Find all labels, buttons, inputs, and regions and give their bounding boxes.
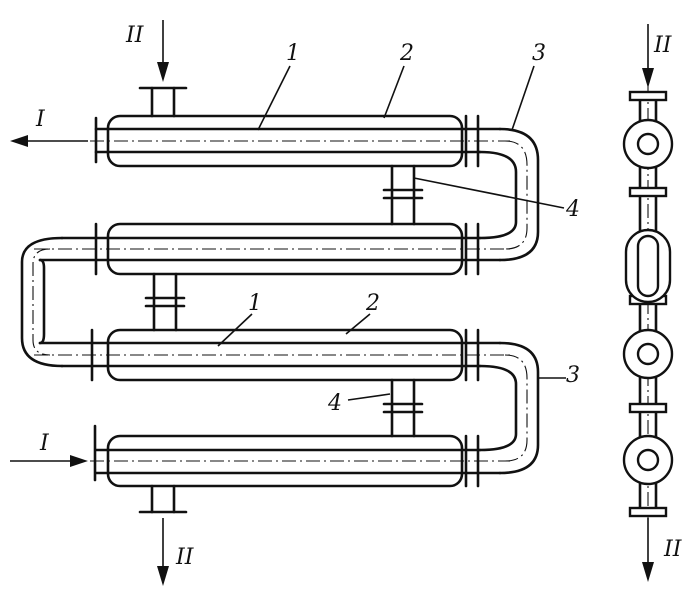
side-shell-section-3 bbox=[622, 328, 674, 380]
marker-4-lower: 4 bbox=[327, 391, 342, 416]
stream-II-outlet-label: II bbox=[175, 545, 195, 570]
inlet-nozzle-top bbox=[138, 86, 188, 118]
connecting-nozzle-left bbox=[144, 272, 186, 332]
front-view bbox=[10, 20, 566, 586]
side-shell-section-1 bbox=[622, 118, 674, 170]
side-flow-arrow-II-out bbox=[642, 518, 654, 582]
side-stream-II-inlet-label: II bbox=[653, 33, 673, 58]
marker-1-upper: 1 bbox=[286, 41, 300, 66]
leader-lines bbox=[217, 65, 566, 401]
stream-II-inlet-label: II bbox=[125, 23, 145, 48]
inner-tube-straight-runs bbox=[34, 127, 510, 475]
side-shell-section-2 bbox=[624, 228, 672, 304]
stream-I-inlet-label: I bbox=[39, 431, 50, 456]
marker-3-upper: 3 bbox=[532, 41, 546, 66]
flow-arrow-II-out bbox=[157, 518, 169, 586]
marker-4-upper: 4 bbox=[565, 197, 580, 222]
flow-arrow-II-in bbox=[157, 20, 169, 82]
flow-arrow-I-out bbox=[10, 135, 88, 147]
side-flange-top bbox=[628, 90, 668, 102]
marker-2-upper: 2 bbox=[399, 41, 414, 66]
marker-3-lower: 3 bbox=[566, 363, 580, 388]
connecting-nozzle-right-upper bbox=[382, 164, 424, 226]
side-shell-section-4 bbox=[622, 434, 674, 486]
side-flange-bottom bbox=[628, 506, 668, 518]
side-stream-II-outlet-label: II bbox=[663, 537, 683, 562]
end-flanges bbox=[90, 114, 480, 488]
outlet-nozzle-bottom bbox=[138, 484, 188, 514]
return-bend-left bbox=[20, 236, 64, 368]
return-bend-upper-right bbox=[478, 127, 540, 262]
side-flow-arrow-II-in bbox=[642, 24, 654, 88]
side-view bbox=[622, 24, 674, 582]
flow-arrow-I-in bbox=[10, 455, 88, 467]
connecting-nozzle-right-lower bbox=[382, 378, 424, 438]
marker-2-lower: 2 bbox=[365, 291, 380, 316]
return-bend-lower-right bbox=[478, 341, 540, 475]
stream-I-outlet-label: I bbox=[35, 107, 46, 132]
marker-1-lower: 1 bbox=[248, 291, 262, 316]
